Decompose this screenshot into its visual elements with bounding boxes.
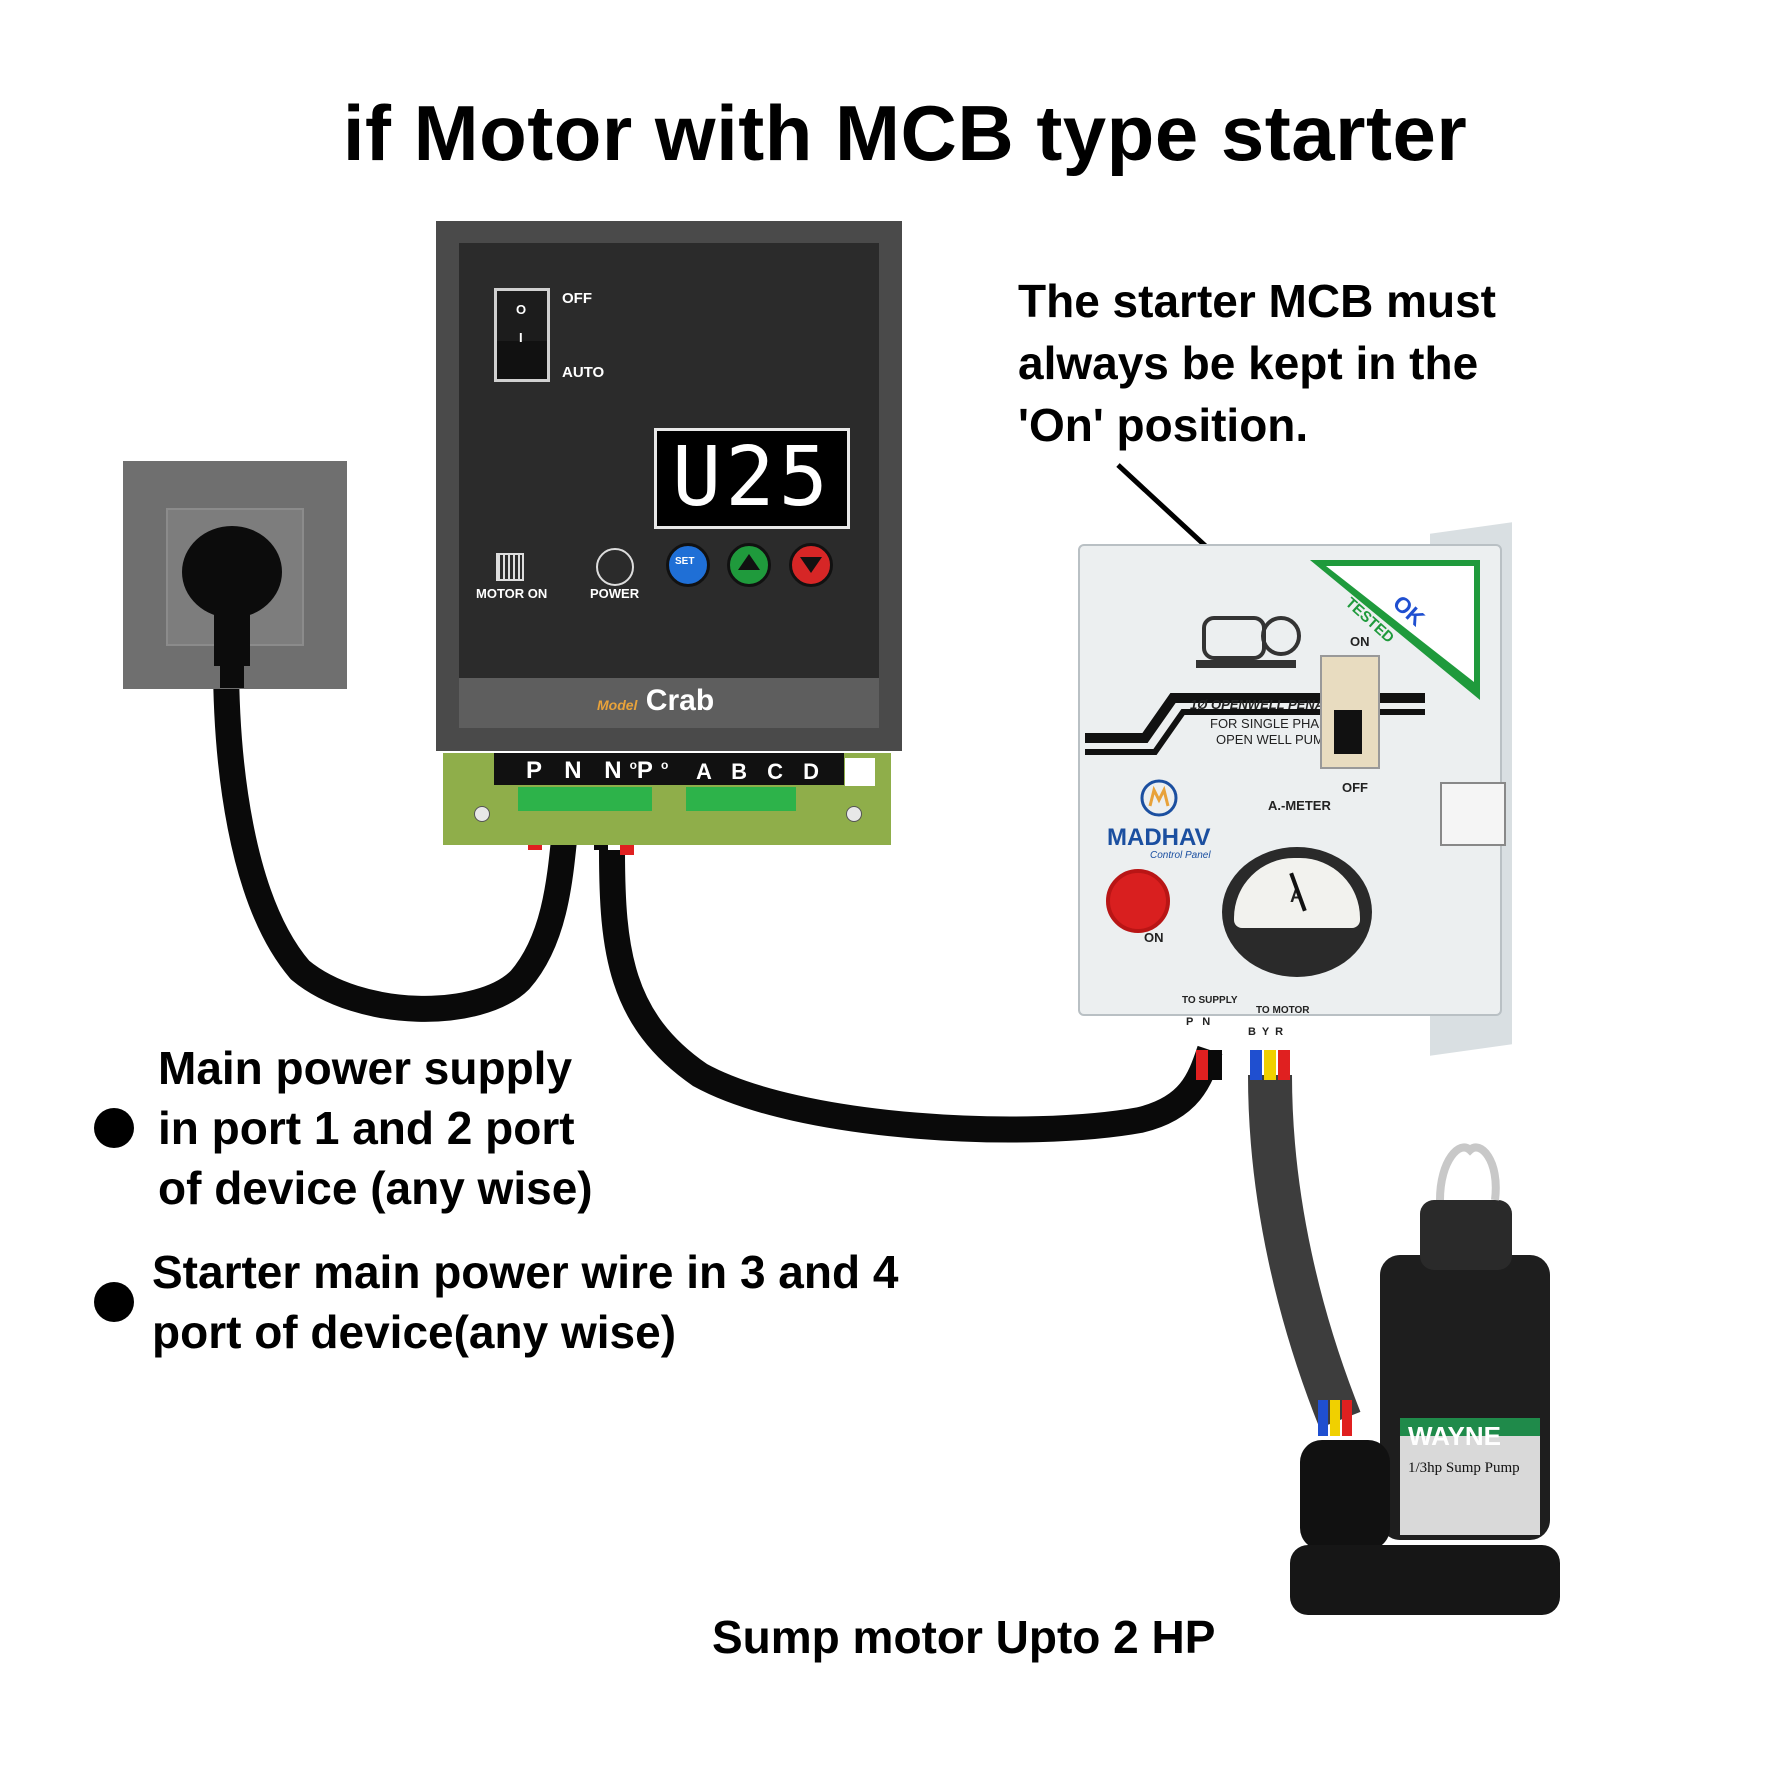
motor-illustration-icon bbox=[1196, 616, 1301, 668]
switch-rocker bbox=[497, 291, 547, 341]
bullet-1-line-1: Main power supply bbox=[158, 1042, 573, 1094]
controller-brand: Model Crab bbox=[597, 684, 714, 718]
motor-on-icon bbox=[496, 553, 524, 581]
mcb-on-label: ON bbox=[1350, 634, 1370, 649]
pump-model-text: 1/3hp Sump Pump bbox=[1408, 1460, 1520, 1476]
power-icon bbox=[596, 548, 634, 586]
terminal-labels-right: A B C D bbox=[696, 759, 827, 784]
ok-tested-badge bbox=[1310, 560, 1480, 700]
starter-handle bbox=[1440, 782, 1506, 846]
terminal-p-deg: o bbox=[660, 758, 669, 772]
plug-cable bbox=[213, 659, 578, 1022]
bullet-dot-2 bbox=[94, 1282, 134, 1322]
display-value: U25 bbox=[671, 430, 833, 525]
open-well-pump-text: OPEN WELL PUMP bbox=[1216, 732, 1333, 747]
bullet-1-line-3: of device (any wise) bbox=[158, 1162, 593, 1214]
brand-model-label: Model bbox=[597, 697, 638, 713]
to-motor-label: TO MOTOR bbox=[1256, 1005, 1310, 1016]
switch-off-label: OFF bbox=[562, 290, 592, 307]
starter-motor-yellow bbox=[1264, 1050, 1276, 1080]
set-button[interactable] bbox=[666, 543, 710, 587]
starter-on-button[interactable] bbox=[1106, 869, 1170, 933]
plug-icon bbox=[182, 526, 282, 688]
bullet-2-line-2: port of device(any wise) bbox=[152, 1306, 677, 1358]
pump-wire-blue bbox=[1318, 1400, 1328, 1436]
pump-wire-yellow bbox=[1330, 1400, 1340, 1436]
power-label: POWER bbox=[590, 586, 640, 601]
motor-on-label: MOTOR ON bbox=[476, 586, 548, 601]
down-arrow-icon bbox=[800, 557, 822, 573]
motor-terminals: B Y R bbox=[1248, 1026, 1284, 1038]
set-button-label: SET bbox=[675, 556, 695, 567]
mcb-note: The starter MCB must always be kept in t… bbox=[1018, 270, 1578, 456]
terminal-block-sensor[interactable] bbox=[686, 787, 796, 811]
board-screw-left bbox=[474, 806, 490, 822]
switch-o-label: O bbox=[516, 302, 527, 317]
terminal-n-deg: o bbox=[629, 758, 637, 772]
terminal-block-power[interactable] bbox=[518, 787, 652, 811]
board-screw-right bbox=[846, 806, 862, 822]
bullet-2-line-1: Starter main power wire in 3 and 4 bbox=[152, 1246, 899, 1298]
note-line-3: 'On' position. bbox=[1018, 399, 1309, 451]
openwell-text: 1Ø OPENWELL PENAL bbox=[1190, 697, 1333, 712]
bullet-1-line-2: in port 1 and 2 port bbox=[158, 1102, 575, 1154]
starter-supply-red bbox=[1196, 1050, 1208, 1080]
mcb-toggle[interactable] bbox=[1334, 710, 1362, 754]
led-display bbox=[654, 428, 850, 529]
pump-cable bbox=[1248, 1074, 1361, 1429]
pump-brand-text: WAYNE bbox=[1408, 1421, 1501, 1451]
starter-supply-black bbox=[1210, 1050, 1222, 1080]
starter-motor-red bbox=[1278, 1050, 1290, 1080]
mcb-off-label: OFF bbox=[1342, 780, 1368, 795]
single-phase-text: FOR SINGLE PHASE bbox=[1210, 716, 1337, 731]
starter-on-label: ON bbox=[1144, 930, 1164, 945]
brand-name: Crab bbox=[645, 684, 715, 717]
supply-terminals: P N bbox=[1186, 1016, 1211, 1028]
terminal-labels-left: P N NoPo bbox=[526, 757, 668, 785]
terminal-p-text: P bbox=[636, 757, 661, 784]
bullet-dot-1 bbox=[94, 1108, 134, 1148]
note-line-1: The starter MCB must bbox=[1018, 275, 1496, 327]
terminal-label-strip bbox=[494, 753, 844, 785]
sump-pump bbox=[1290, 1143, 1560, 1615]
brand-strip bbox=[459, 678, 879, 728]
up-arrow-button[interactable] bbox=[727, 543, 771, 587]
starter-brand: MADHAV bbox=[1107, 824, 1211, 851]
to-supply-label: TO SUPPLY bbox=[1182, 995, 1238, 1006]
bullet-1: Main power supply in port 1 and 2 port o… bbox=[158, 1038, 593, 1218]
bullet-2: Starter main power wire in 3 and 4 port … bbox=[152, 1242, 898, 1362]
up-arrow-icon bbox=[738, 554, 760, 570]
starter-brand-sub: Control Panel bbox=[1150, 850, 1211, 861]
pump-wire-red bbox=[1342, 1400, 1352, 1436]
page-title: if Motor with MCB type starter bbox=[342, 89, 1468, 177]
terminal-pnn-text: P N N bbox=[526, 757, 630, 784]
ameter-label: A.-METER bbox=[1268, 798, 1331, 813]
starter-motor-blue bbox=[1250, 1050, 1262, 1080]
terminal-white-tab bbox=[845, 758, 875, 786]
pump-caption: Sump motor Upto 2 HP bbox=[712, 1611, 1216, 1663]
starter-stripe bbox=[1085, 693, 1425, 755]
note-line-2: always be kept in the bbox=[1018, 337, 1479, 389]
madhav-logo-icon bbox=[1140, 779, 1178, 817]
switch-auto-label: AUTO bbox=[562, 364, 605, 381]
starter-cable bbox=[599, 849, 1223, 1143]
switch-i-label: I bbox=[519, 330, 523, 345]
